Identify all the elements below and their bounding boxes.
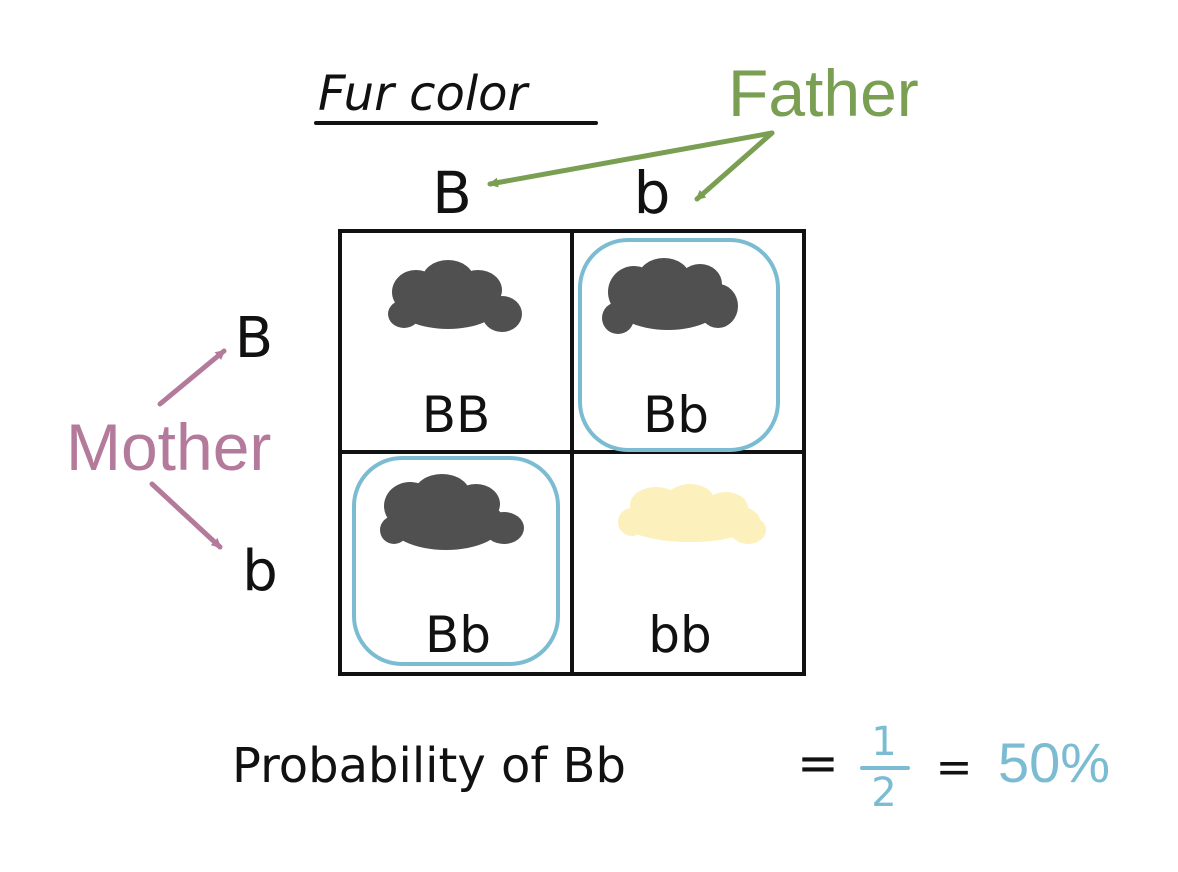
probability-percent: 50% [998,731,1110,794]
dark-fur-swatch-Bb-top [602,258,738,334]
genotype-Bb-top: Bb [643,386,709,444]
mother-arrow-to-B [157,348,227,407]
genotype-bb: bb [648,606,711,664]
probability-equals-2: = [936,742,973,793]
mother-arrow-to-b [149,481,223,550]
father-allele-b: b [634,159,671,227]
highlight-circle-bottom-left [352,456,560,666]
mother-allele-b: b [242,539,278,604]
fraction-numerator: 1 [871,719,896,765]
father-allele-B: B [432,159,472,227]
dark-fur-swatch-BB [388,260,522,332]
genotype-Bb-bottom: Bb [425,606,491,664]
probability-label: Probability of Bb [232,738,626,794]
highlight-circle-top-right [578,238,780,452]
father-arrow-to-B [487,130,775,188]
mother-allele-B: B [235,306,273,371]
father-arrow-to-b [694,130,775,202]
diagram-title: Fur color [318,66,531,122]
mother-label: Mother [66,410,271,484]
probability-equals: = [797,734,839,792]
genotype-BB: BB [422,386,491,444]
dark-fur-swatch-Bb-bottom [380,474,524,550]
light-fur-swatch-bb [618,484,766,544]
fraction-denominator: 2 [871,770,896,816]
father-label: Father [728,56,919,130]
